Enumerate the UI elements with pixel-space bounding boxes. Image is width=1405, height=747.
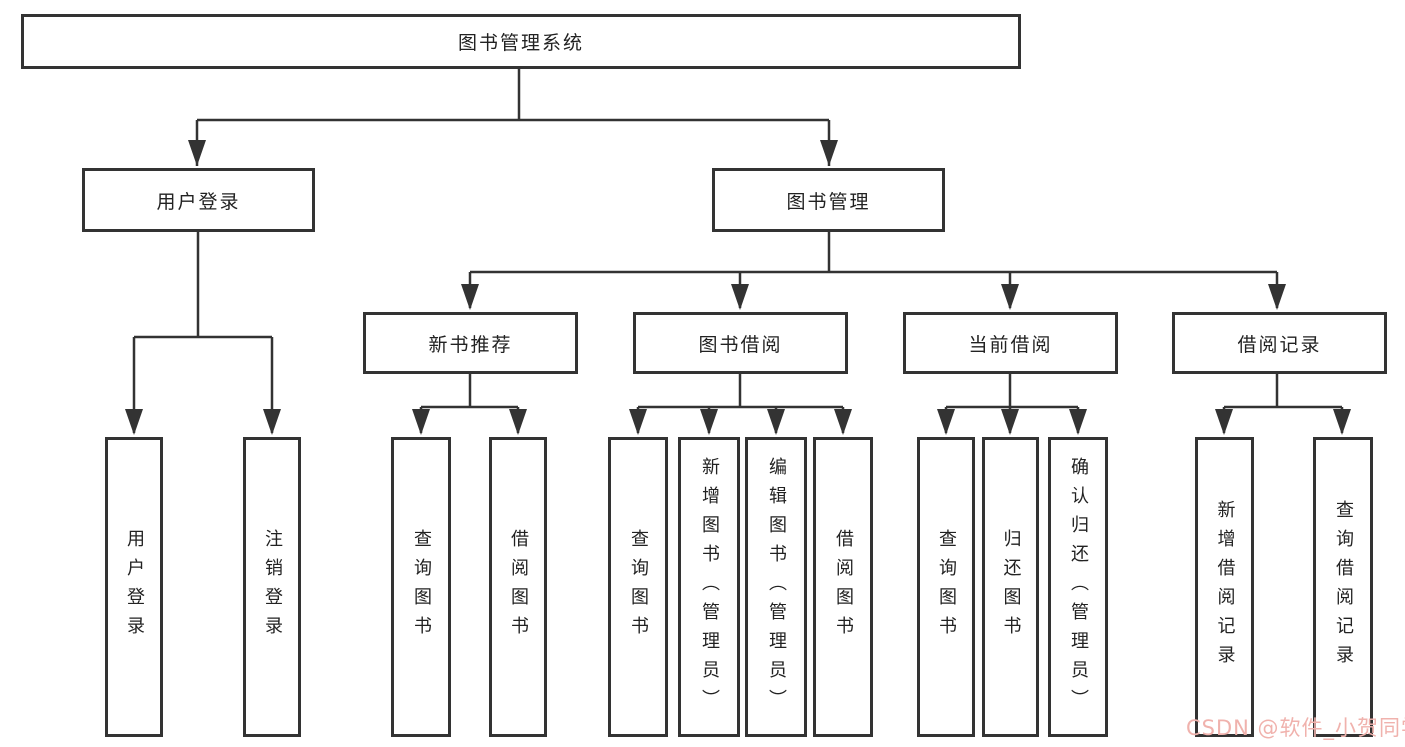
node-leaf-return-books: 归还图书 — [982, 437, 1039, 737]
node-book-management-system: 图书管理系统 — [21, 14, 1021, 69]
node-current-borrowing: 当前借阅 — [903, 312, 1118, 374]
node-label: 借阅图书 — [833, 529, 854, 645]
node-label: 当前借阅 — [968, 333, 1053, 356]
node-label: 查询图书 — [411, 529, 432, 645]
node-borrowing-records: 借阅记录 — [1172, 312, 1387, 374]
node-label: 借阅图书 — [508, 529, 529, 645]
node-leaf-query-borrow-record: 查询借阅记录 — [1313, 437, 1373, 737]
node-leaf-logout: 注销登录 — [243, 437, 301, 737]
node-new-book-recommendation: 新书推荐 — [363, 312, 578, 374]
node-leaf-confirm-return-admin: 确认归还（管理员） — [1048, 437, 1108, 737]
node-label: 用户登录 — [124, 529, 145, 645]
node-label: 查询借阅记录 — [1333, 500, 1354, 674]
node-leaf-query-books-1: 查询图书 — [391, 437, 451, 737]
node-label: 查询图书 — [936, 529, 957, 645]
node-book-borrowing: 图书借阅 — [633, 312, 848, 374]
node-leaf-query-books-3: 查询图书 — [917, 437, 975, 737]
node-book-management: 图书管理 — [712, 168, 945, 232]
node-leaf-borrow-books-2: 借阅图书 — [813, 437, 873, 737]
node-leaf-add-borrow-record: 新增借阅记录 — [1195, 437, 1254, 737]
arrowheads — [125, 140, 1351, 435]
node-label: 归还图书 — [1000, 529, 1022, 645]
node-label: 编辑图书（管理员） — [766, 456, 787, 718]
node-label: 借阅记录 — [1237, 333, 1322, 356]
node-label: 图书管理 — [786, 190, 871, 213]
node-label: 图书借阅 — [698, 333, 783, 356]
node-leaf-edit-books-admin: 编辑图书（管理员） — [745, 437, 807, 737]
node-label: 新增图书（管理员） — [699, 456, 720, 718]
node-label: 注销登录 — [262, 529, 283, 645]
node-label: 用户登录 — [156, 190, 241, 213]
node-label: 确认归还（管理员） — [1068, 456, 1089, 718]
node-leaf-borrow-books-1: 借阅图书 — [489, 437, 547, 737]
node-label: 新增借阅记录 — [1214, 500, 1236, 674]
node-label: 新书推荐 — [428, 333, 513, 356]
node-label: 查询图书 — [628, 529, 649, 645]
node-leaf-add-books-admin: 新增图书（管理员） — [678, 437, 740, 737]
node-label: 图书管理系统 — [457, 32, 584, 54]
node-leaf-query-books-2: 查询图书 — [608, 437, 668, 737]
node-leaf-user-login: 用户登录 — [105, 437, 163, 737]
node-user-login: 用户登录 — [82, 168, 315, 232]
